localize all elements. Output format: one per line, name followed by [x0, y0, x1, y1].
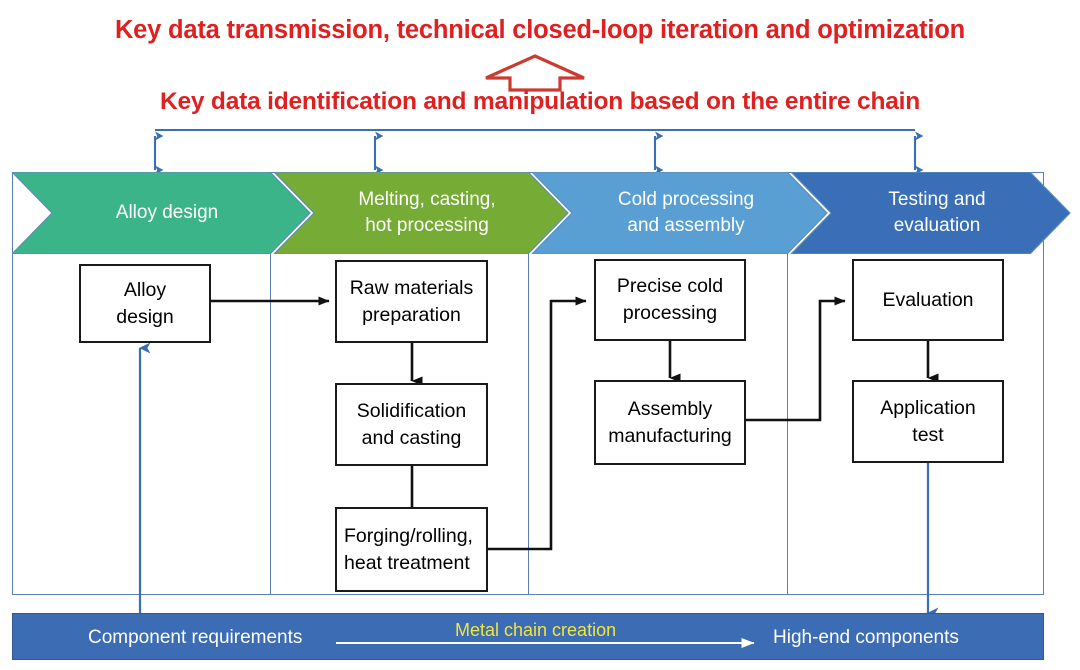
bottom-summary-bar — [12, 613, 1044, 660]
box-line2: design — [116, 305, 174, 328]
process-box-solidification[interactable]: Solidification and casting — [335, 383, 488, 466]
box-line2: processing — [622, 302, 718, 324]
stage-chevron-alloy-design[interactable] — [12, 172, 311, 254]
box-line1: Forging/rolling, — [344, 524, 473, 547]
right-arrow-icon — [336, 638, 755, 648]
stage-chevron-band — [12, 172, 1071, 254]
box-line2: heat treatment — [344, 551, 470, 574]
box-line1: Solidification — [356, 399, 467, 422]
stage-chevron-cold-processing[interactable] — [531, 172, 828, 254]
box-line1: Precise cold — [616, 275, 724, 297]
box-line2: test — [912, 423, 944, 446]
bottom-bar-right-label: High-end components — [773, 627, 959, 648]
box-line2: manufacturing — [608, 424, 732, 447]
bottom-bar-mid-label: Metal chain creation — [455, 620, 617, 640]
box-line1: Evaluation — [882, 288, 974, 311]
box-line2: preparation — [362, 303, 461, 326]
top-feedback-rail — [153, 128, 924, 175]
box-line1: Application — [880, 396, 976, 419]
stage-chevron-testing-evaluation[interactable] — [790, 172, 1071, 254]
process-box-evaluation[interactable]: Evaluation — [852, 259, 1004, 341]
process-box-precise-cold-processing[interactable]: Precise cold processing — [594, 259, 746, 341]
headline-top: Key data transmission, technical closed-… — [114, 16, 966, 44]
stage-divider-2 — [528, 254, 530, 595]
process-box-assembly-manufacturing[interactable]: Assembly manufacturing — [594, 380, 746, 465]
red-up-arrow-icon — [485, 54, 585, 92]
box-line1: Alloy — [123, 278, 167, 301]
box-line1: Assembly — [627, 397, 713, 420]
process-box-forging-heat-treatment[interactable]: Forging/rolling, heat treatment — [335, 507, 488, 592]
stage-chevron-melting-casting[interactable] — [273, 172, 569, 254]
stage-divider-1 — [270, 254, 272, 595]
process-box-raw-materials[interactable]: Raw materials preparation — [335, 260, 488, 343]
box-line1: Raw materials — [349, 276, 474, 299]
process-box-alloy-design[interactable]: Alloy design — [79, 264, 211, 343]
rail-arrow-group — [153, 131, 924, 175]
bottom-bar-left-label: Component requirements — [88, 627, 303, 648]
headline-bottom: Key data identification and manipulation… — [159, 88, 921, 115]
process-box-application-test[interactable]: Application test — [852, 380, 1004, 463]
box-line2: and casting — [361, 426, 462, 449]
stage-divider-3 — [787, 254, 789, 595]
